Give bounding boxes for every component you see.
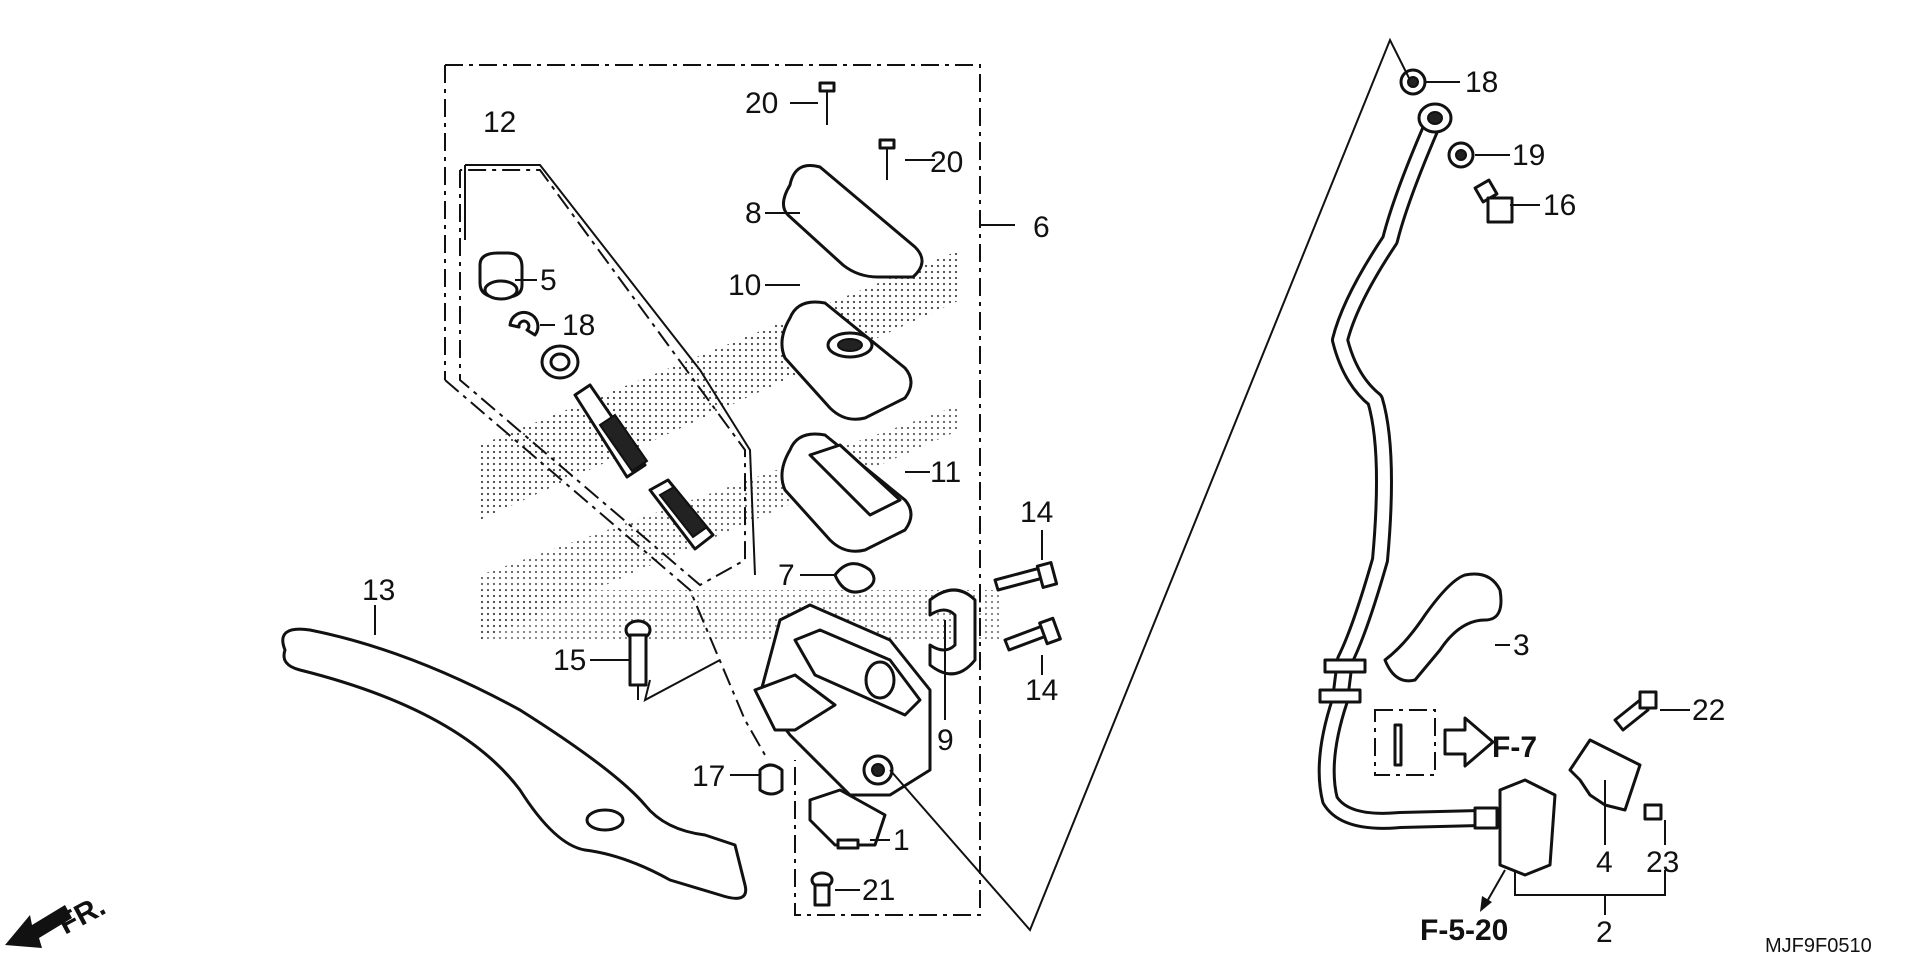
callout-22: 22 [1692,694,1725,727]
lever-pivot [585,808,625,832]
brake-hose [1317,102,1499,830]
hose-joint [1498,778,1557,877]
callout-11: 11 [930,456,961,489]
callout-15: 15 [553,644,586,677]
holder-bolts [993,561,1062,652]
switch-screw [810,871,834,907]
callout-18-top: 18 [1465,66,1498,99]
diagram-code: MJF9F0510 [1765,935,1872,957]
callout-9: 9 [937,724,954,757]
cap-screws [818,81,896,180]
callout-18-mid: 19 [1512,139,1545,172]
callout-19: 18 [562,309,595,342]
callout-6: 6 [1033,211,1050,244]
brake-switch [808,788,887,850]
callout-2: 2 [1596,916,1613,949]
callout-labels: 12 5 18 20 20 8 6 10 11 14 7 14 9 13 15 … [362,66,1725,949]
callout-3: 3 [1513,629,1530,662]
piston-kit [478,251,715,551]
callout-14-bottom: 14 [1025,674,1058,707]
callout-12: 12 [483,106,516,139]
diaphragm [780,432,913,553]
leader-lines [374,37,1690,932]
callout-17: 17 [692,760,725,793]
callout-21: 21 [862,874,895,907]
direction-label: FR. [53,889,111,941]
ref-f7[interactable]: F-7 [1492,731,1537,764]
grommet [833,562,876,594]
hose-clamp [1383,572,1503,683]
bracket-bolt [1613,690,1658,732]
joint-bracket [1568,738,1642,812]
oil-bolt [1473,178,1514,224]
callout-8: 8 [745,197,762,230]
callout-20-top: 20 [745,87,778,120]
callout-10: 10 [728,269,761,302]
grommet-17 [758,763,784,796]
callout-23: 23 [1646,846,1679,879]
callout-1: 1 [893,824,910,857]
callout-13: 13 [362,574,395,607]
bracket-bolt-small [1643,803,1663,821]
holder [928,588,977,676]
brake-lever [281,627,748,900]
assembly-boxes [444,64,981,916]
callout-7: 7 [778,559,795,592]
ref-f5-20[interactable]: F-5-20 [1420,914,1508,947]
sealing-washers [1399,68,1475,169]
callout-20-right: 20 [930,146,963,179]
callout-5: 5 [540,264,557,297]
ref-f7-group [1374,709,1495,776]
reservoir-cap [782,164,924,279]
master-cylinder [753,603,932,797]
stipple-shading [480,250,1000,640]
callout-14-top: 14 [1020,496,1053,529]
callout-16: 16 [1543,189,1576,222]
callout-4: 4 [1596,846,1613,879]
cap-plate [780,300,913,421]
pivot-bolt [624,619,652,700]
front-direction-arrow: FR. [5,889,111,948]
